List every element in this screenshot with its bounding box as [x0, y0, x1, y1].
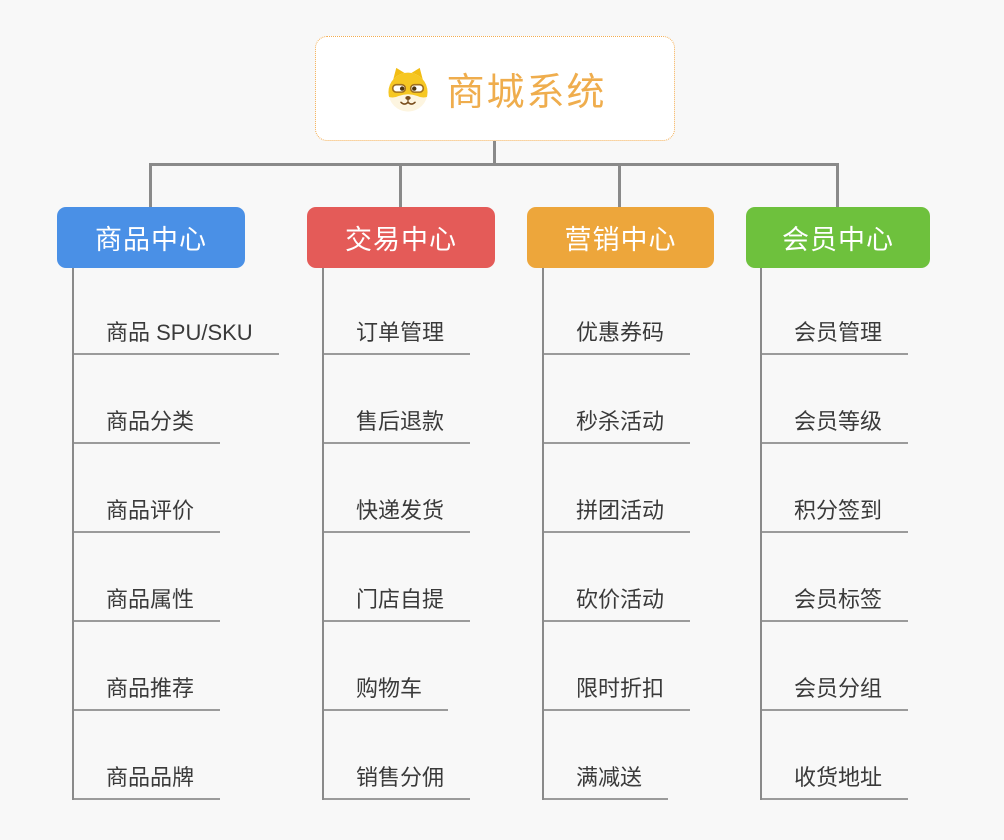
connector-root-drop — [493, 141, 496, 163]
leaf-node[interactable]: 商品品牌 — [72, 765, 221, 800]
leaf-node[interactable]: 商品属性 — [72, 587, 221, 622]
branch-column-member: 会员管理 会员等级 积分签到 会员标签 会员分组 收货地址 — [760, 266, 909, 800]
connector-trunk — [72, 268, 74, 800]
leaf-node[interactable]: 限时折扣 — [542, 676, 691, 711]
branch-box-member-center[interactable]: 会员中心 — [746, 207, 930, 268]
leaf-node[interactable]: 砍价活动 — [542, 587, 691, 622]
leaf-node[interactable]: 秒杀活动 — [542, 409, 691, 444]
leaf-node[interactable]: 订单管理 — [322, 320, 471, 355]
dog-face-icon — [383, 64, 433, 114]
leaf-node[interactable]: 销售分佣 — [322, 765, 471, 800]
leaf-node[interactable]: 商品 SPU/SKU — [72, 320, 279, 355]
branch-box-trade-center[interactable]: 交易中心 — [307, 207, 495, 268]
leaf-node[interactable]: 快递发货 — [322, 498, 471, 533]
branch-column-trade: 订单管理 售后退款 快递发货 门店自提 购物车 销售分佣 — [322, 266, 471, 800]
leaf-node[interactable]: 会员管理 — [760, 320, 909, 355]
leaf-node[interactable]: 购物车 — [322, 676, 449, 711]
root-title: 商城系统 — [446, 72, 607, 114]
connector-drop-product — [149, 163, 152, 208]
leaf-node[interactable]: 满减送 — [542, 765, 669, 800]
connector-trunk — [322, 268, 324, 800]
connector-trunk — [760, 268, 762, 800]
leaf-node[interactable]: 商品推荐 — [72, 676, 221, 711]
connector-drop-member — [836, 163, 839, 208]
connector-trunk — [542, 268, 544, 800]
leaf-node[interactable]: 商品分类 — [72, 409, 221, 444]
leaf-node[interactable]: 会员标签 — [760, 587, 909, 622]
connector-drop-trade — [399, 163, 402, 208]
leaf-node[interactable]: 拼团活动 — [542, 498, 691, 533]
leaf-node[interactable]: 售后退款 — [322, 409, 471, 444]
branch-column-product: 商品 SPU/SKU 商品分类 商品评价 商品属性 商品推荐 商品品牌 — [72, 266, 279, 800]
branch-column-marketing: 优惠券码 秒杀活动 拼团活动 砍价活动 限时折扣 满减送 — [542, 266, 691, 800]
branch-box-marketing-center[interactable]: 营销中心 — [527, 207, 714, 268]
leaf-node[interactable]: 门店自提 — [322, 587, 471, 622]
leaf-node[interactable]: 会员分组 — [760, 676, 909, 711]
connector-drop-marketing — [618, 163, 621, 208]
leaf-node[interactable]: 优惠券码 — [542, 320, 691, 355]
connector-horizontal — [149, 163, 839, 166]
leaf-node[interactable]: 积分签到 — [760, 498, 909, 533]
leaf-node[interactable]: 会员等级 — [760, 409, 909, 444]
leaf-node[interactable]: 商品评价 — [72, 498, 221, 533]
root-node[interactable]: 商城系统 — [315, 36, 675, 141]
leaf-node[interactable]: 收货地址 — [760, 765, 909, 800]
branch-box-product-center[interactable]: 商品中心 — [57, 207, 245, 268]
